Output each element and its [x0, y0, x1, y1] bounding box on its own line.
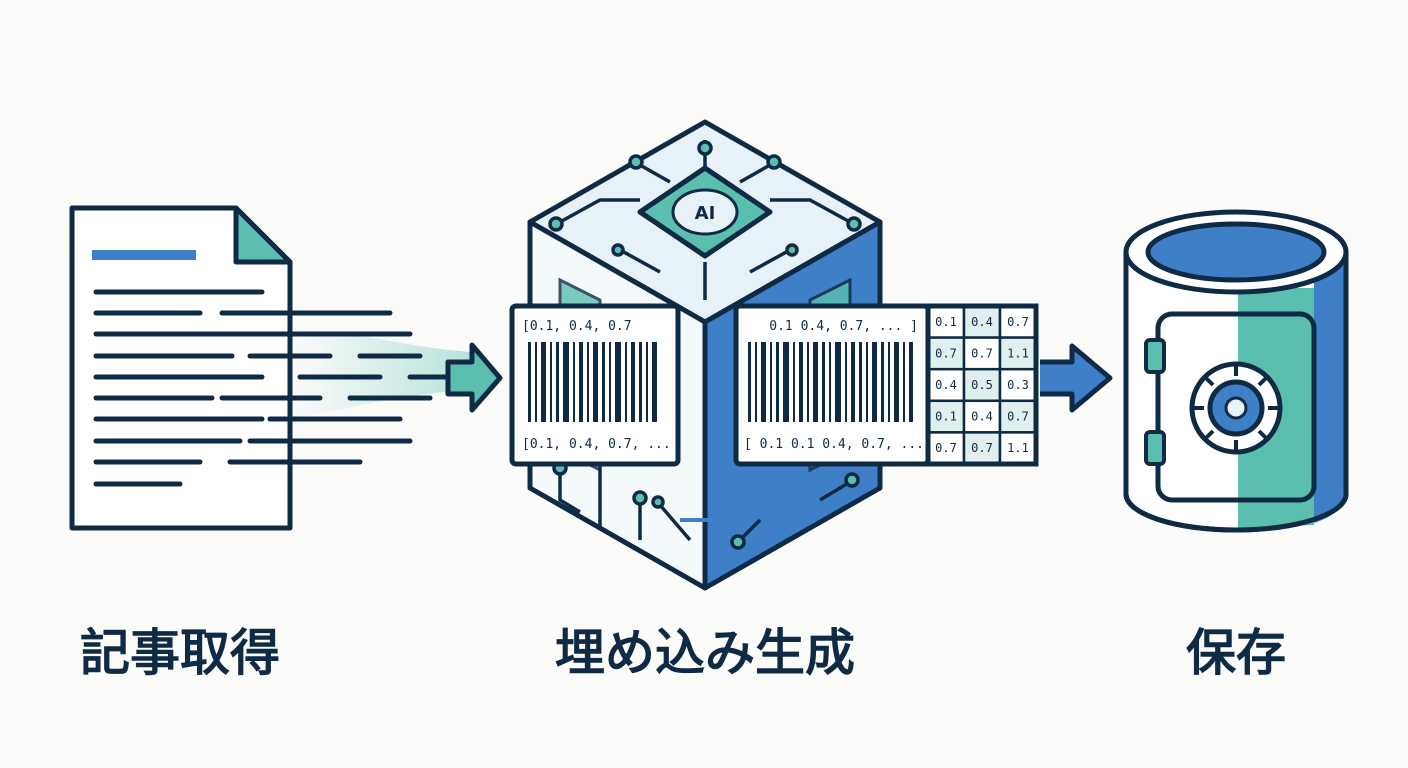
matrix-value: 0.7: [1007, 315, 1029, 329]
barcode-right: [748, 342, 913, 422]
ai-badge: AI: [695, 203, 716, 224]
matrix-border: [925, 303, 1039, 467]
matrix-value: 0.7: [1007, 410, 1029, 424]
matrix-value: 1.1: [1007, 441, 1029, 455]
matrix-value: 0.5: [971, 378, 993, 392]
dial-icon: [1189, 361, 1283, 455]
matrix-value: 0.4: [935, 378, 957, 392]
left-vector-bottom: [0.1, 0.4, 0.7, ...: [522, 437, 671, 452]
right-vector-card: 0.1 0.4, 0.7, ... ] [ 0.1 0.1 0.4, 0.7, …: [733, 303, 1039, 467]
left-vector-top: [0.1, 0.4, 0.7: [522, 319, 632, 334]
step-label-fetch: 記事取得: [80, 624, 280, 682]
matrix-value: 0.1: [935, 410, 957, 424]
right-vector-bottom: [ 0.1 0.1 0.4, 0.7, ... ]: [744, 437, 940, 452]
matrix-value: 0.7: [935, 346, 957, 360]
matrix-value: 0.7: [935, 441, 957, 455]
matrix-value: 0.4: [971, 315, 993, 329]
vector-matrix: 0.1 0.4 0.7 0.7 0.7 1.1 0.4 0.5 0.3 0.1 0.4 0.7 0.7 0…: [925, 303, 1039, 467]
text-stream: [219, 300, 503, 470]
arrow-right-icon: [1040, 343, 1113, 413]
matrix-value: 0.3: [1007, 378, 1029, 392]
vault-database-icon: [1123, 209, 1349, 533]
left-vector-card: [0.1, 0.4, 0.7 [0.1, 0.4, 0.7, ...: [509, 303, 681, 467]
matrix-value: 0.7: [971, 346, 993, 360]
step-label-store: 保存: [1186, 624, 1286, 682]
arrow-right-icon: [445, 342, 503, 413]
step-label-embed: 埋め込み生成: [555, 624, 855, 682]
arrow-to-storage: [1040, 343, 1113, 413]
right-vector-top: 0.1 0.4, 0.7, ... ]: [769, 319, 918, 334]
matrix-cell: [962, 336, 1002, 371]
matrix-value: 0.4: [971, 410, 993, 424]
matrix-value: 1.1: [1007, 346, 1029, 360]
matrix-value: 0.1: [935, 315, 957, 329]
document-icon: [69, 205, 293, 531]
barcode-left: [528, 342, 657, 422]
matrix-value: 0.7: [971, 441, 993, 455]
